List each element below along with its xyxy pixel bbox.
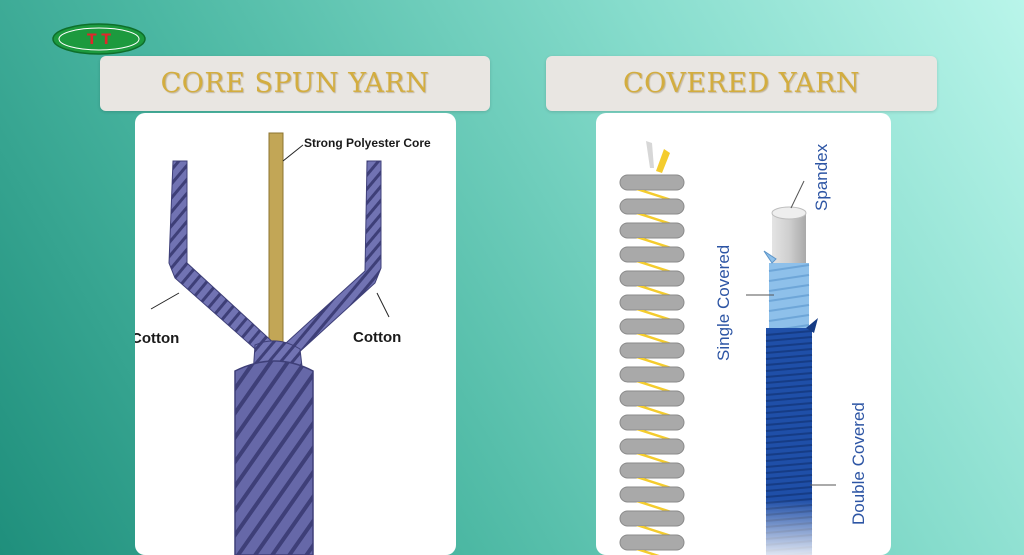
gray-coil [619, 462, 685, 479]
covered-spring-illustration [619, 141, 685, 555]
cotton-left-leader-line [150, 292, 180, 310]
gray-coil [619, 294, 685, 311]
gray-coil [619, 222, 685, 239]
yellow-wrap [636, 190, 672, 199]
core-spun-diagram-panel: Strong Polyester Core Cotton Cotton [135, 113, 456, 555]
yellow-wrap [636, 334, 672, 343]
cotton-right-leader-line [376, 292, 390, 318]
covered-yarn-diagram: Spandex Single Covered Double Covered [619, 141, 868, 555]
spandex-label: Spandex [812, 143, 831, 211]
yellow-wrap [636, 478, 672, 487]
core-label: Strong Polyester Core [304, 136, 431, 150]
gray-coil [619, 390, 685, 407]
spandex-filament [646, 141, 654, 168]
covered-yarn-title: COVERED YARN [623, 68, 860, 99]
yellow-wrap [636, 214, 672, 223]
covered-yarn-title-box: COVERED YARN [546, 56, 937, 111]
single-wrap-line [768, 314, 810, 322]
gray-coil [619, 414, 685, 431]
gray-coil [619, 198, 685, 215]
yellow-wrap [636, 262, 672, 271]
yellow-wrap [636, 286, 672, 295]
gray-coil [619, 342, 685, 359]
yellow-wrap [636, 550, 660, 555]
single-wrap-line [768, 264, 810, 272]
spandex-leader-line [790, 180, 805, 209]
double-cover-tail [806, 318, 818, 333]
gray-coil [619, 174, 685, 191]
yellow-wrap [636, 238, 672, 247]
double-covered-label: Double Covered [849, 402, 868, 525]
yellow-wrap [636, 406, 672, 415]
core-spun-title-box: CORE SPUN YARN [100, 56, 490, 111]
single-wrap-line [768, 304, 810, 312]
gray-coil [619, 486, 685, 503]
single-covered-label: Single Covered [714, 245, 733, 361]
core-leader-line [282, 144, 304, 162]
gray-coil [619, 366, 685, 383]
gray-coil [619, 318, 685, 335]
yellow-wrap [636, 382, 672, 391]
single-wrap-line [768, 294, 810, 302]
spandex-top [771, 206, 807, 220]
polyester-core [268, 132, 284, 374]
gray-coil [619, 510, 685, 527]
yellow-filament [656, 149, 670, 173]
core-spun-diagram: Strong Polyester Core Cotton Cotton [135, 132, 431, 555]
brand-logo: T T [52, 22, 146, 56]
single-wrap-line [768, 274, 810, 282]
yellow-wrap [636, 310, 672, 319]
yellow-wrap [636, 502, 672, 511]
yellow-wrap [636, 430, 672, 439]
gray-coil [619, 438, 685, 455]
logo-text: T T [87, 32, 111, 48]
core-spun-title: CORE SPUN YARN [160, 68, 430, 99]
yellow-wrap [636, 454, 672, 463]
covered-yarn-diagram-panel: Spandex Single Covered Double Covered [596, 113, 891, 555]
single-wrap-line [768, 284, 810, 292]
yellow-wrap [636, 358, 672, 367]
twisted-yarn-body [234, 360, 314, 555]
yellow-wrap [636, 526, 672, 535]
single-cover-tail [763, 250, 777, 264]
gray-coil [619, 534, 685, 551]
gray-coil [619, 246, 685, 263]
cotton-left-label: Cotton [135, 330, 179, 347]
yarn-fade [761, 333, 817, 555]
cotton-right-label: Cotton [353, 329, 401, 346]
gray-coil [619, 270, 685, 287]
